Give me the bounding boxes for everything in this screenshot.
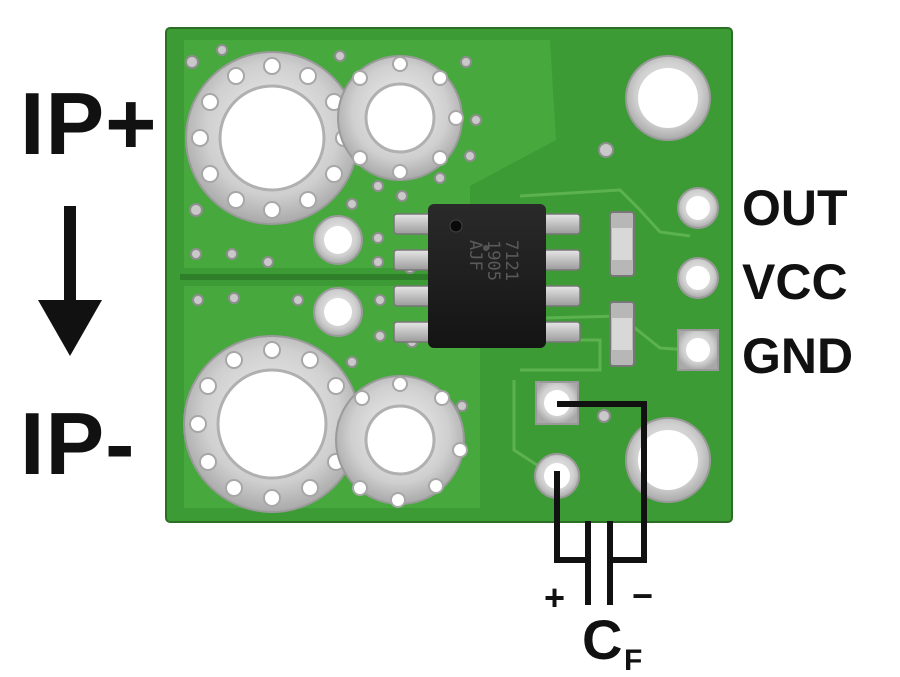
current-sensor-ic: 7121 1905 AJF [393,204,581,348]
chip-marking-line1: 7121 [501,240,521,281]
ip-plus-terminal [185,51,464,225]
ip-minus-label: IP- [20,394,136,493]
ip-plus-label: IP+ [20,74,158,173]
gnd-pin-label: GND [742,328,854,384]
chip-marking-line3: AJF [465,240,485,271]
chip-marking-line2: 1905 [483,240,503,281]
cf-label: C [582,608,623,671]
smd-capacitors [609,211,635,367]
filter-capacitor-diagram [554,401,647,605]
cf-subscript-label: F [624,644,643,677]
out-pin-label: OUT [742,180,848,236]
cap-minus-label: − [632,575,654,616]
cap-plus-label: + [544,577,566,618]
mounting-holes [313,55,711,503]
current-direction-arrow-icon [38,206,102,356]
ip-minus-terminal [183,335,468,513]
vcc-pin-label: VCC [742,254,848,310]
